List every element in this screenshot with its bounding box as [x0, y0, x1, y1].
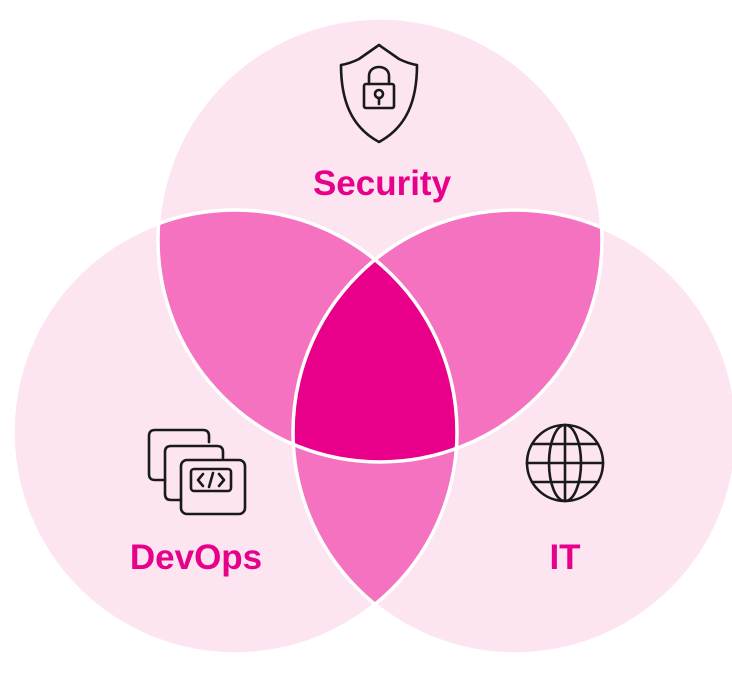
globe-icon	[525, 423, 605, 503]
label-devops: DevOps	[130, 538, 262, 577]
overlap-all-three	[293, 210, 457, 462]
label-security: Security	[313, 164, 452, 203]
circle-outlines	[11, 16, 732, 656]
center-overlap	[293, 210, 457, 462]
shield-lock-icon	[339, 43, 419, 144]
code-windows-icon	[147, 428, 247, 516]
label-it: IT	[549, 538, 580, 577]
